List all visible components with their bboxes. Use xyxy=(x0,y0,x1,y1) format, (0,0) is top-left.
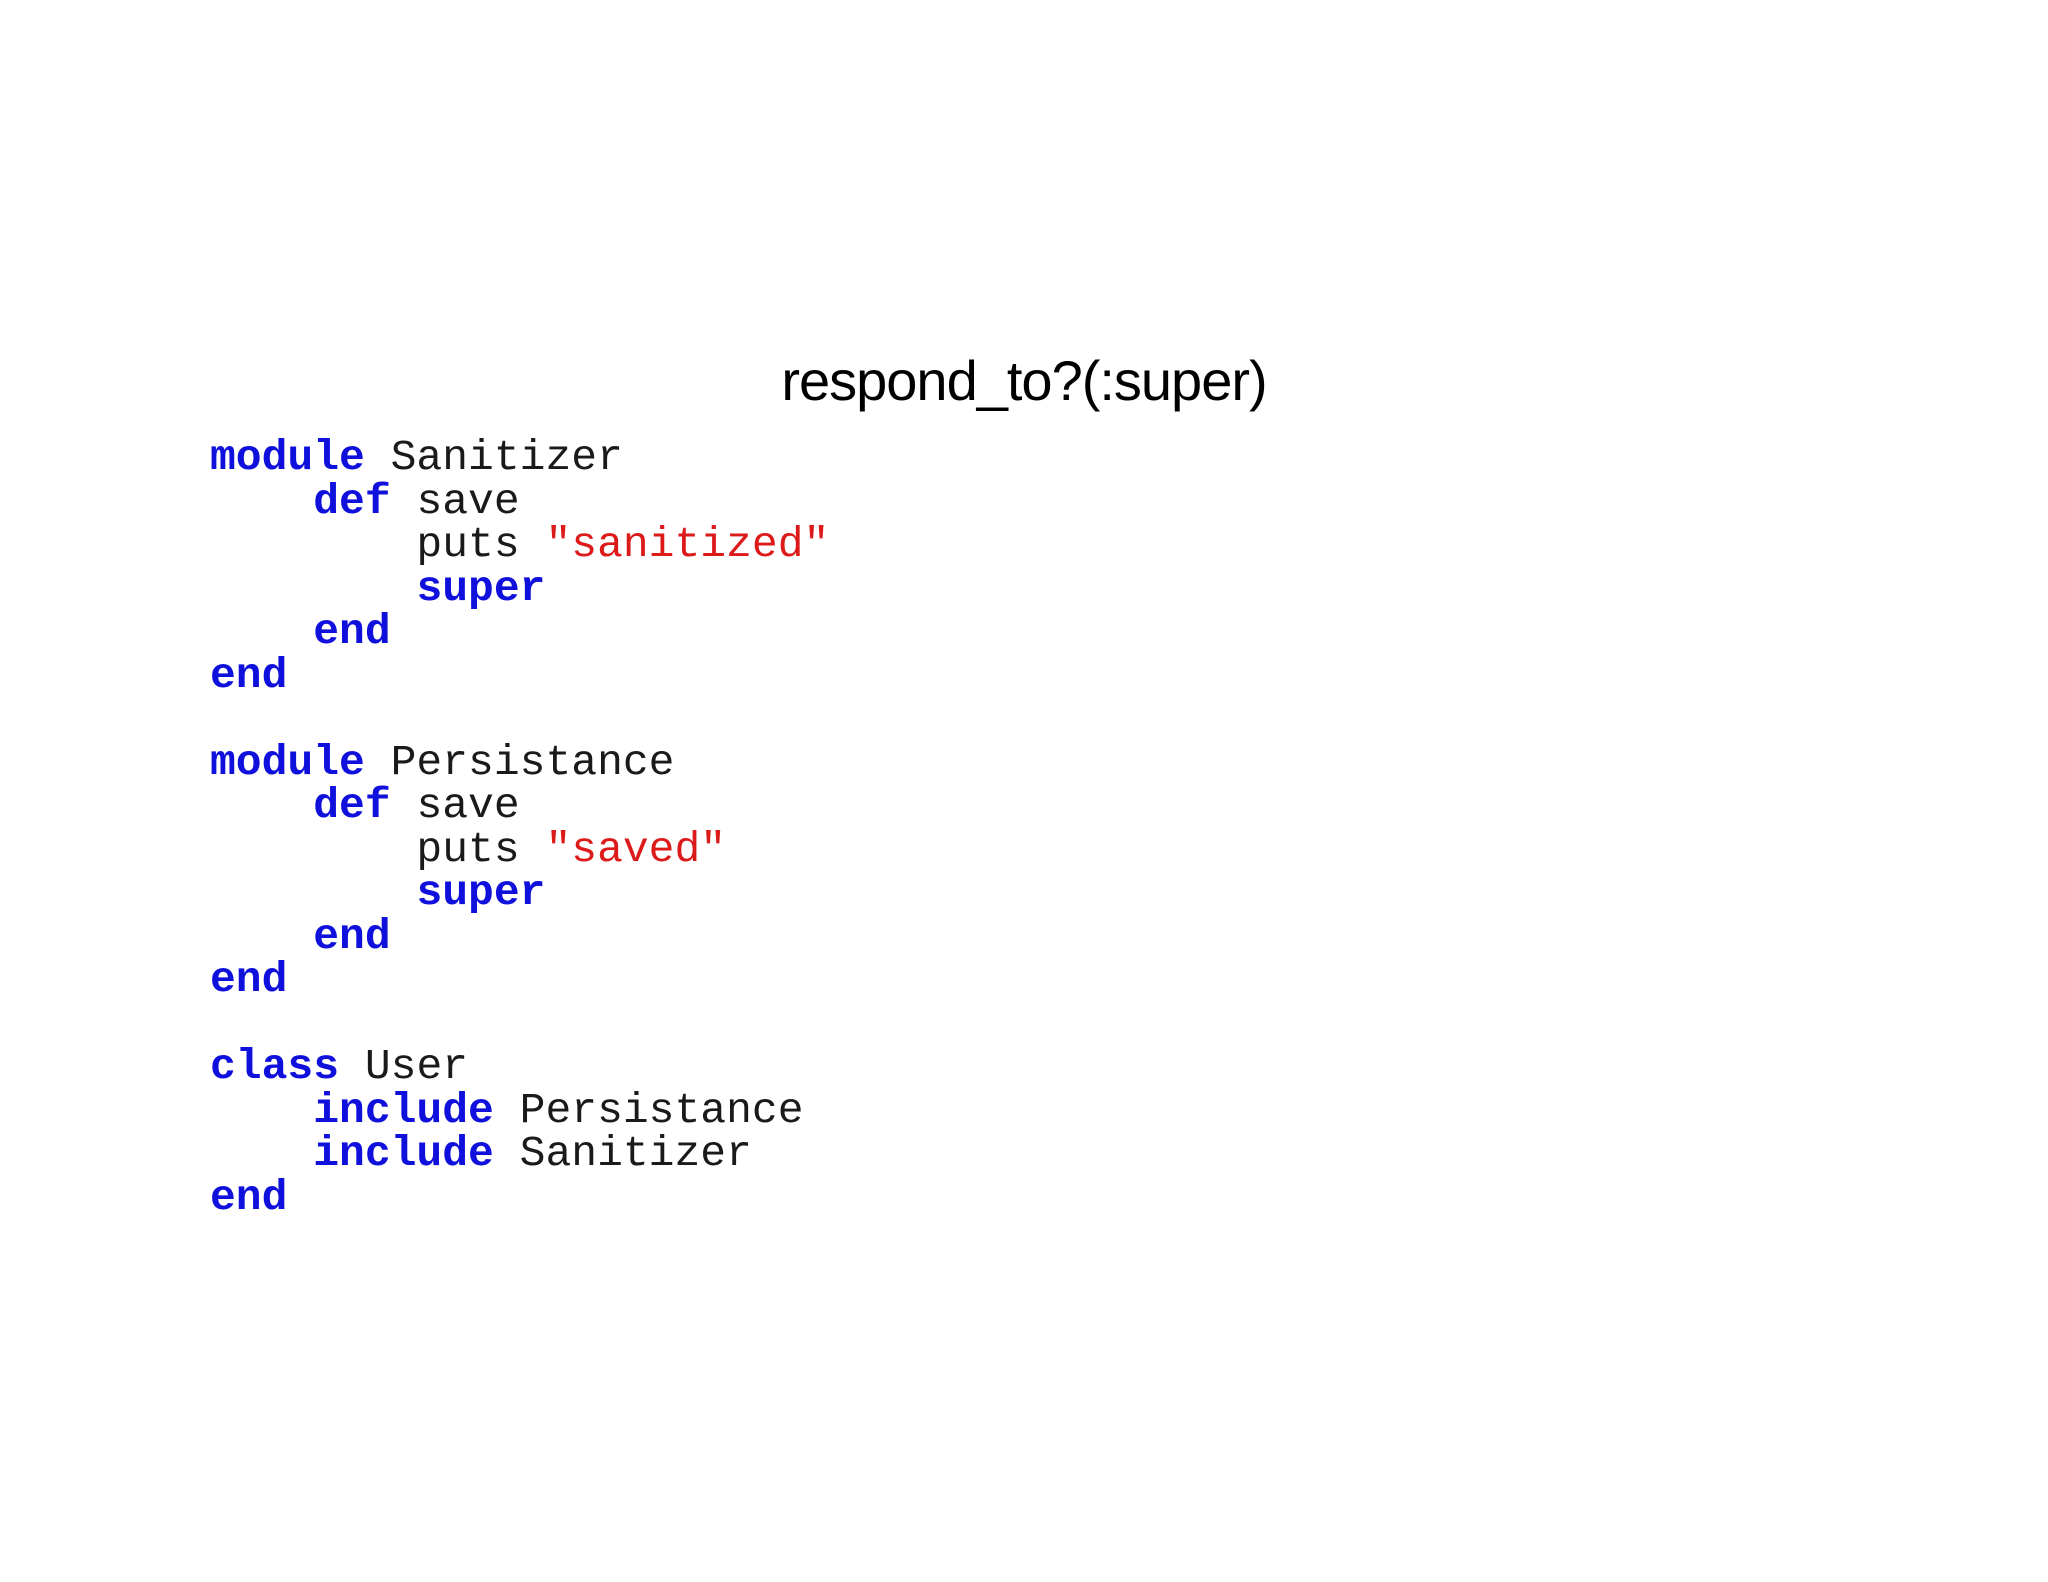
code-line: def save xyxy=(210,784,1810,828)
code-keyword: class xyxy=(210,1042,340,1091)
code-string: "sanitized" xyxy=(545,520,830,569)
code-keyword: include xyxy=(313,1085,494,1135)
code-keyword: end xyxy=(210,1172,288,1222)
code-text: Sanitizer xyxy=(493,1129,752,1178)
code-line: end xyxy=(210,650,1810,700)
code-text xyxy=(210,1129,313,1178)
code-text xyxy=(210,868,416,917)
code-keyword: module xyxy=(210,433,365,482)
code-text xyxy=(210,564,416,613)
code-text xyxy=(210,1086,313,1135)
code-line: class User xyxy=(210,1045,1810,1089)
code-keyword: end xyxy=(210,955,288,1004)
code-text: Sanitizer xyxy=(364,433,623,482)
code-line: super xyxy=(210,871,1810,915)
slide-title: respond_to?(:super) xyxy=(781,349,1267,412)
code-text: puts xyxy=(210,520,546,569)
code-text: Persistance xyxy=(493,1085,804,1135)
code-line xyxy=(210,697,1810,741)
code-line: module Sanitizer xyxy=(210,436,1810,480)
code-block: module Sanitizer def save puts "sanitize… xyxy=(210,436,1810,1219)
code-text: puts xyxy=(210,824,546,874)
code-line: puts "saved" xyxy=(210,824,1810,874)
code-keyword: super xyxy=(416,563,546,613)
code-line: include Persistance xyxy=(210,1085,1810,1135)
code-line xyxy=(210,1002,1810,1046)
code-text xyxy=(210,781,313,830)
code-text: Persistance xyxy=(364,737,675,787)
code-text: save xyxy=(390,781,520,830)
code-line: end xyxy=(210,610,1810,654)
code-text: User xyxy=(339,1042,469,1091)
code-line: include Sanitizer xyxy=(210,1132,1810,1176)
code-keyword: super xyxy=(416,868,546,917)
code-text xyxy=(210,607,313,656)
code-line: end xyxy=(210,958,1810,1002)
code-line: end xyxy=(210,911,1810,961)
code-line: super xyxy=(210,563,1810,613)
code-line: def save xyxy=(210,476,1810,526)
code-keyword: include xyxy=(313,1129,494,1178)
code-line: end xyxy=(210,1172,1810,1222)
code-text xyxy=(210,477,313,526)
code-keyword: module xyxy=(210,737,365,787)
code-line: puts "sanitized" xyxy=(210,523,1810,567)
code-keyword: def xyxy=(313,476,391,526)
code-keyword: end xyxy=(313,607,391,656)
code-keyword: end xyxy=(313,911,391,961)
code-text: save xyxy=(390,476,520,526)
code-string: "saved" xyxy=(545,824,727,874)
code-keyword: end xyxy=(210,650,288,700)
code-text xyxy=(210,912,313,961)
code-keyword: def xyxy=(313,781,391,830)
code-line: module Persistance xyxy=(210,737,1810,787)
